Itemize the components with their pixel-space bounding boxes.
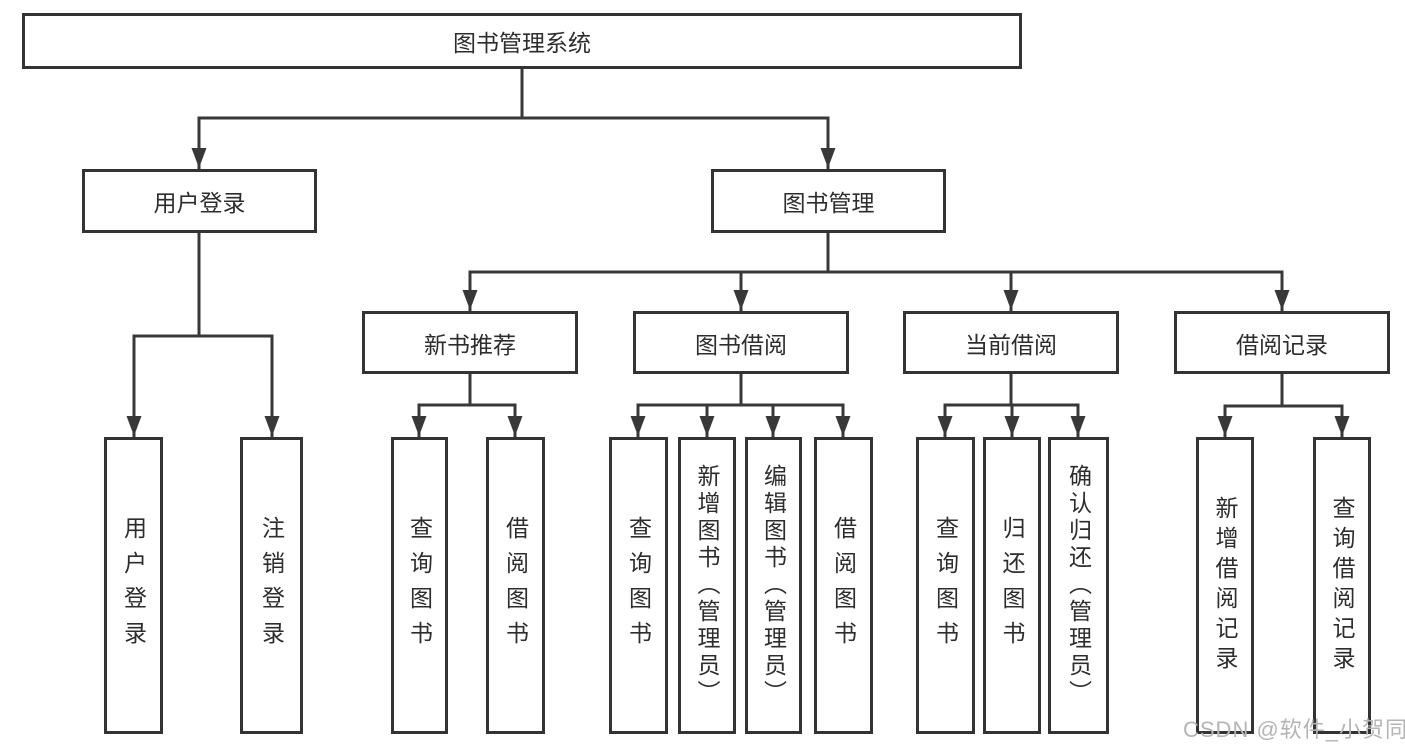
connector-records-trunk bbox=[1223, 372, 1344, 408]
node-borrow-books-borrowing: 借阅图书 bbox=[814, 437, 873, 734]
node-add-borrow-record: 新增借阅记录 bbox=[1196, 437, 1254, 734]
connector-userlogin-trunk bbox=[132, 231, 274, 338]
connector-root-trunk bbox=[197, 67, 830, 120]
node-book-borrowing: 图书借阅 bbox=[633, 311, 849, 374]
connector-bookmgmt-trunk bbox=[468, 231, 1284, 274]
connector-current-trunk bbox=[943, 372, 1080, 407]
node-query-books-borrowing: 查询图书 bbox=[609, 437, 668, 734]
node-edit-book-admin: 编辑图书（管理员） bbox=[745, 437, 802, 734]
node-confirm-return-admin: 确认归还（管理员） bbox=[1048, 437, 1109, 734]
node-book-management: 图书管理 bbox=[711, 169, 946, 233]
node-query-borrow-record: 查询借阅记录 bbox=[1313, 437, 1371, 734]
connector-borrow-trunk bbox=[636, 372, 845, 407]
node-query-books-recommend: 查询图书 bbox=[391, 437, 448, 734]
node-borrow-books-recommend: 借阅图书 bbox=[486, 437, 545, 734]
node-user-login-action: 用户登录 bbox=[104, 437, 163, 734]
node-borrow-records: 借阅记录 bbox=[1174, 311, 1390, 374]
node-user-login: 用户登录 bbox=[82, 169, 317, 233]
node-current-borrowing: 当前借阅 bbox=[903, 311, 1119, 374]
node-new-book-recommend: 新书推荐 bbox=[362, 311, 578, 374]
node-root: 图书管理系统 bbox=[22, 13, 1022, 69]
node-add-book-admin: 新增图书（管理员） bbox=[678, 437, 736, 734]
csdn-watermark: CSDN @软件_小贺同学 bbox=[1183, 717, 1405, 742]
node-return-book: 归还图书 bbox=[983, 437, 1041, 734]
connector-newbooks-trunk bbox=[417, 372, 517, 407]
node-query-books-current: 查询图书 bbox=[916, 437, 975, 734]
node-logout-action: 注销登录 bbox=[240, 437, 303, 734]
